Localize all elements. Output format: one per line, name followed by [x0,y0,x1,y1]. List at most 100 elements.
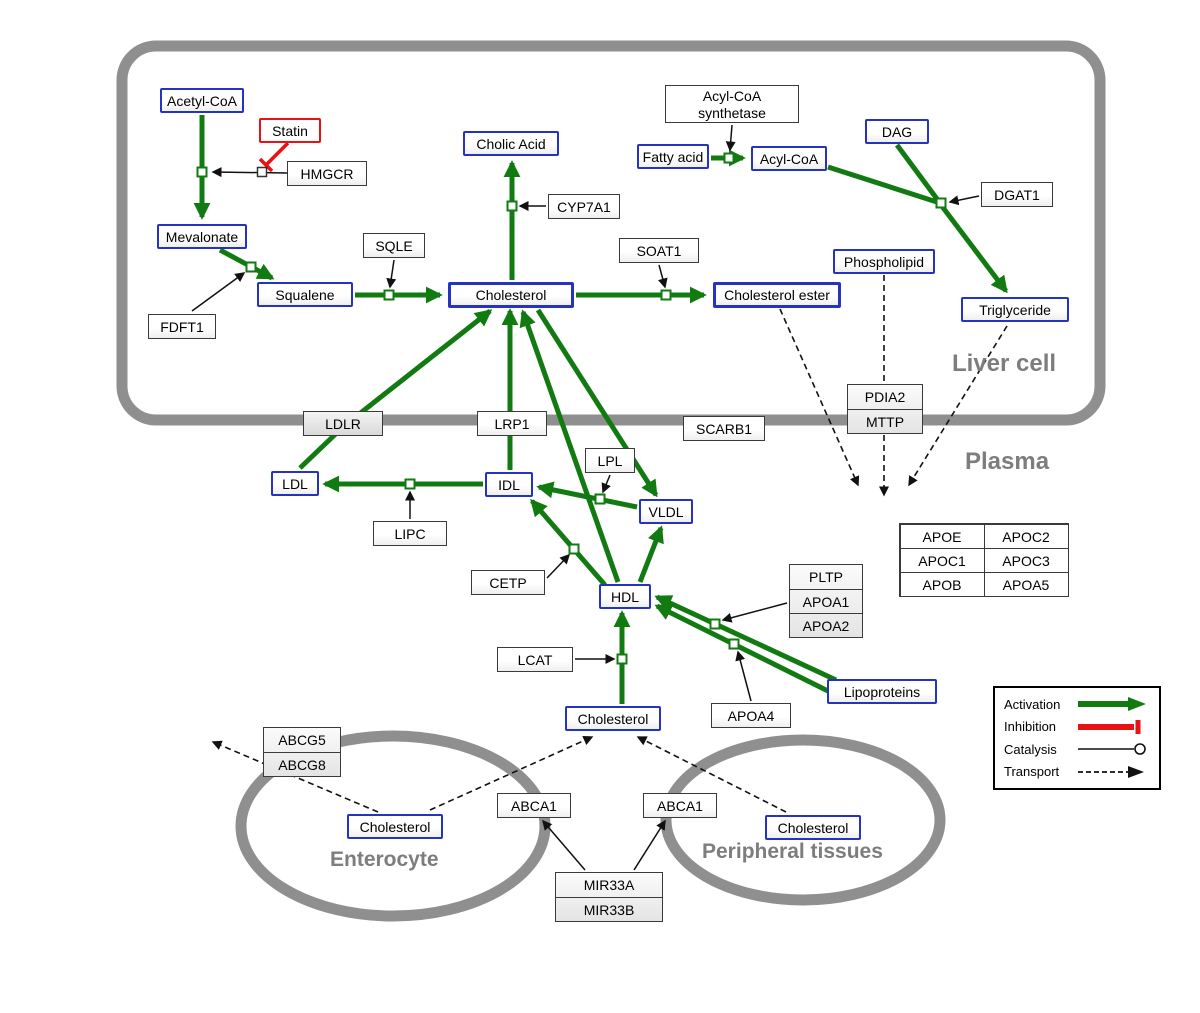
edge-hdl-to-liver-cholesterol [519,309,621,583]
edge-acyl-coa-synthetase-catalysis [725,124,736,152]
node-apoa4[interactable]: APOA4 [711,703,791,728]
node-cholesterol-plasma[interactable]: Cholesterol [565,706,661,731]
legend-transport-label: Transport [1004,764,1060,780]
node-cholic-acid[interactable]: Cholic Acid [463,131,559,156]
node-hmgcr[interactable]: HMGCR [287,161,367,186]
node-apoc2[interactable]: APOC2 [983,523,1069,549]
edge-lipoproteins-to-hdl-lower [654,603,832,695]
edge-soat1-catalysis [657,264,668,289]
edge-hmgcr-catalysis [211,167,288,178]
apolipoprotein-table: APOE APOC2 APOC1 APOC3 APOB APOA5 [899,523,1069,597]
node-acetyl-coa[interactable]: Acetyl-CoA [160,88,244,113]
activation-arrow-icon [1078,697,1146,712]
node-mttp[interactable]: MTTP [848,409,922,433]
reaction-node [723,152,735,164]
node-phospholipid[interactable]: Phospholipid [833,249,935,274]
edge-acylcoa-to-junction [827,164,941,206]
inhibition-edges [258,141,290,173]
node-lipoproteins[interactable]: Lipoproteins [827,679,937,704]
reaction-node [568,543,580,555]
reaction-node [935,197,947,209]
node-apoe[interactable]: APOE [899,523,985,549]
node-scarb1[interactable]: SCARB1 [683,416,765,441]
hmgcr-catalysis-node [256,166,268,178]
legend-row-activation: Activation [1004,693,1150,716]
node-lipc[interactable]: LIPC [373,521,447,546]
catalysis-edges [191,124,980,871]
node-sqle[interactable]: SQLE [363,233,425,258]
node-cholesterol-enterocyte[interactable]: Cholesterol [347,814,443,839]
reaction-node [660,289,672,301]
node-dag[interactable]: DAG [865,119,929,144]
node-mir33b[interactable]: MIR33B [556,897,662,921]
node-triglyceride[interactable]: Triglyceride [961,297,1069,322]
reaction-node [506,200,518,212]
edge-vldl-to-idl [536,481,638,510]
node-abca1-peripheral[interactable]: ABCA1 [643,793,717,818]
node-idl[interactable]: IDL [485,472,533,497]
node-pdia2[interactable]: PDIA2 [864,389,906,405]
node-abcg5[interactable]: ABCG5 [278,732,326,748]
node-lcat[interactable]: LCAT [497,647,573,672]
node-abcg8[interactable]: ABCG8 [264,752,340,776]
node-soat1[interactable]: SOAT1 [619,238,699,263]
edge-cetp-catalysis [546,553,571,579]
legend-catalysis-label: Catalysis [1004,741,1057,757]
node-ldlr[interactable]: LDLR [303,411,383,436]
node-vldl[interactable]: VLDL [639,499,693,524]
liver-cell-label: Liver cell [952,350,1057,377]
node-statin[interactable]: Statin [259,118,321,143]
edge-pltp-apoa-catalysis [721,602,788,623]
node-pltp[interactable]: PLTP [809,569,843,585]
edge-peripheral-to-plasma-cholesterol [636,736,787,813]
node-apoa2[interactable]: APOA2 [790,613,862,637]
legend-row-inhibition: Inhibition [1004,716,1150,739]
node-mir33a[interactable]: MIR33A [583,877,635,893]
node-dgat1[interactable]: DGAT1 [981,182,1053,207]
node-cholesterol-peripheral[interactable]: Cholesterol [765,815,861,840]
node-cholesterol-liver[interactable]: Cholesterol [448,282,574,308]
catalysis-circle-icon [1078,743,1146,756]
enterocyte-label: Enterocyte [330,848,439,871]
legend-row-catalysis: Catalysis [1004,738,1150,761]
edge-dgat1-catalysis [948,195,980,206]
reaction-node [594,493,606,505]
reaction-node [404,478,416,490]
peripheral-tissues-membrane [660,734,946,906]
node-apob[interactable]: APOB [899,571,985,597]
node-abcg5-abcg8-stack[interactable]: ABCG5 ABCG8 [263,727,341,777]
node-cyp7a1[interactable]: CYP7A1 [548,194,620,219]
node-cetp[interactable]: CETP [471,570,545,595]
node-squalene[interactable]: Squalene [257,282,353,307]
plasma-label: Plasma [965,448,1050,475]
acyl-coa-synthetase-line1: Acyl-CoA [702,88,762,104]
legend: Activation Inhibition Catalysis Transpor… [993,686,1161,790]
edge-ldl-to-liver-cholesterol [298,309,493,470]
node-hdl[interactable]: HDL [599,584,651,609]
node-abca1-enterocyte[interactable]: ABCA1 [497,793,571,818]
reaction-node [616,653,628,665]
node-lpl[interactable]: LPL [585,448,635,473]
node-pdia2-mttp-stack[interactable]: PDIA2 MTTP [847,384,923,434]
edge-hdl-to-idl [530,498,607,587]
node-cholesterol-ester[interactable]: Cholesterol ester [713,282,841,308]
node-acyl-coa[interactable]: Acyl-CoA [751,146,827,171]
node-fdft1[interactable]: FDFT1 [148,314,216,339]
node-mevalonate[interactable]: Mevalonate [157,224,247,249]
node-fatty-acid[interactable]: Fatty acid [637,144,709,169]
reaction-node [196,166,208,178]
node-pltp-apoa1-apoa2-stack[interactable]: PLTP APOA1 APOA2 [789,564,863,638]
node-apoa5[interactable]: APOA5 [983,571,1069,597]
node-apoc1[interactable]: APOC1 [899,547,985,573]
node-apoa1[interactable]: APOA1 [790,589,862,613]
reaction-node-squares [196,152,947,665]
node-ldl[interactable]: LDL [271,471,319,496]
edge-statin-inhibits-hmgcr [264,141,290,167]
node-acyl-coa-synthetase[interactable]: Acyl-CoA synthetase [665,85,799,123]
node-mir33-stack[interactable]: MIR33A MIR33B [555,872,663,922]
node-apoc3[interactable]: APOC3 [983,547,1069,573]
node-lrp1[interactable]: LRP1 [477,411,547,436]
reaction-node [245,261,257,273]
edge-junction-to-triglyceride [939,203,1008,294]
edge-liver-cholesterol-to-vldl [535,308,659,498]
